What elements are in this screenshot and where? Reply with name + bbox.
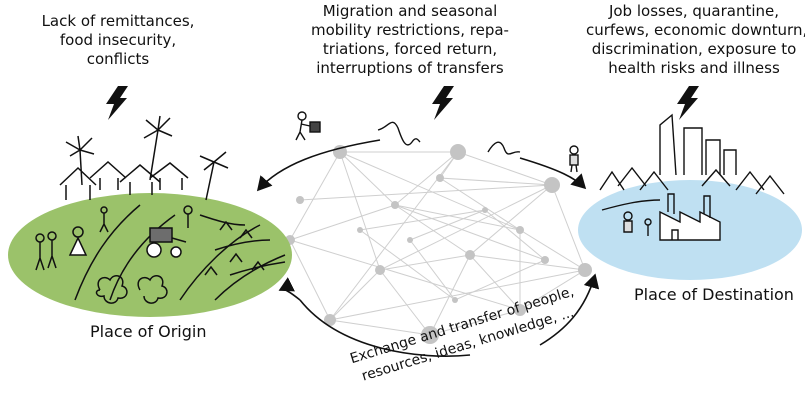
origin-challenge-line: conflicts <box>86 50 150 68</box>
person-icon <box>623 211 633 233</box>
destination-challenge-line: discrimination, exposure to <box>591 40 797 58</box>
person-icon <box>35 233 45 271</box>
transit-challenge-line: interruptions of transfers <box>316 59 504 77</box>
transit-challenge-line: triations, forced return, <box>322 40 498 58</box>
outward-arrow <box>519 157 587 190</box>
exchange-arrowhead-left <box>278 277 301 301</box>
transit-challenges: Migration and seasonal mobility restrict… <box>300 2 520 78</box>
palm-tree-icon <box>65 135 95 186</box>
destination-challenges: Job losses, quarantine, curfews, economi… <box>586 2 805 78</box>
disruption-squiggle-right <box>487 141 521 155</box>
person-icon <box>99 206 109 233</box>
exchange-arrow-right <box>539 273 600 346</box>
person-icon <box>644 218 652 236</box>
palm-tree-icon <box>199 151 229 201</box>
hut-icon <box>599 166 785 195</box>
origin-name: Place of Origin <box>90 322 207 341</box>
origin-village <box>35 115 286 304</box>
disruption-squiggle-left <box>377 121 421 146</box>
person-icon <box>47 231 57 269</box>
lightning-bolt-icon <box>677 86 699 120</box>
hut-icon <box>59 160 189 186</box>
exchange-arrow-bottom <box>299 299 471 357</box>
palm-tree-icon <box>143 115 173 181</box>
destination-name: Place of Destination <box>634 285 794 304</box>
tractor-icon <box>146 227 187 258</box>
lightning-bolt-icon <box>106 86 128 120</box>
destination-challenge-line: curfews, economic downturn, <box>586 21 805 39</box>
destination-city <box>599 113 785 241</box>
person-with-luggage-icon <box>295 111 321 141</box>
origin-challenges: Lack of remittances, food insecurity, co… <box>18 12 218 69</box>
transit-challenge-line: Migration and seasonal <box>322 2 498 20</box>
person-icon <box>569 145 579 173</box>
person-icon <box>68 226 88 256</box>
destination-challenge-line: health risks and illness <box>608 59 780 77</box>
person-icon <box>183 205 193 228</box>
origin-challenge-line: Lack of remittances, <box>41 12 195 30</box>
destination-challenge-line: Job losses, quarantine, <box>608 2 780 20</box>
lightning-bolt-icon <box>432 86 454 120</box>
origin-challenge-line: food insecurity, <box>59 31 177 49</box>
factory-icon <box>659 193 721 241</box>
return-arrow-top <box>256 139 381 192</box>
transit-challenge-line: mobility restrictions, repa- <box>311 21 509 39</box>
